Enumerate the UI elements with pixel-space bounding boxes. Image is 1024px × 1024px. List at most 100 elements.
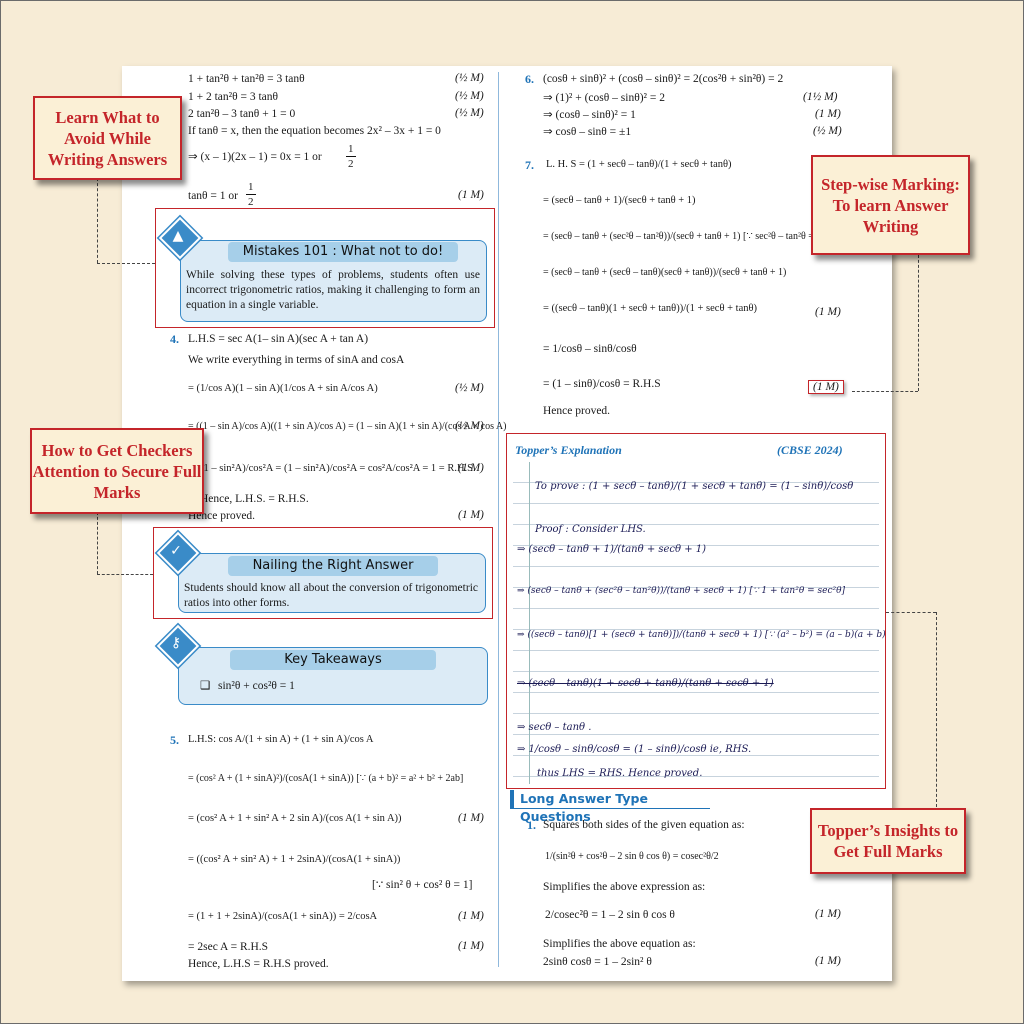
handwritten-line: ⇒ (secθ – tanθ)(1 + secθ + tanθ)/(tanθ +… (517, 678, 774, 689)
column-divider (498, 72, 499, 967)
eq-line-3: 2 tan²θ – 3 tanθ + 1 = 0 (188, 108, 296, 120)
q4-line-3: = (1/cos A)(1 – sin A)(1/cos A + sin A/c… (188, 383, 378, 394)
marks-label: (½ M) (455, 72, 484, 84)
la-q1-line-5: Simplifies the above equation as: (543, 938, 696, 950)
mistakes-title: Mistakes 101 : What not to do! (228, 242, 458, 262)
ruled-lines (513, 462, 879, 784)
q5-line-4-reason: [∵ sin² θ + cos² θ = 1] (372, 879, 473, 891)
q5-line-7: Hence, L.H.S = R.H.S proved. (188, 958, 329, 970)
mistakes-highlight-frame (155, 208, 495, 328)
marks-label: (1 M) (458, 189, 484, 201)
q5-line-4: = ((cos² A + sin² A) + 1 + 2sinA)/(cosA(… (188, 854, 401, 865)
callout-avoid: Learn What to Avoid While Writing Answer… (33, 96, 182, 180)
la-q1-line-2: 1/(sin²θ + cos²θ – 2 sin θ cos θ) = cose… (545, 851, 719, 862)
eq-line-4: If tanθ = x, then the equation becomes 2… (188, 125, 441, 137)
question-number: 7. (525, 158, 534, 172)
section-heading: Long Answer Type Questions (510, 790, 710, 824)
marks-label: (½ M) (455, 107, 484, 119)
marks-label-highlighted: (1 M) (808, 380, 844, 394)
marks-label: (1 M) (815, 306, 841, 318)
la-q1-line-4: 2/cosec²θ = 1 – 2 sin θ cos θ (545, 909, 675, 921)
key-takeaway-item: sin²θ + cos²θ = 1 (218, 680, 295, 692)
handwritten-line: Proof : Consider LHS. (535, 524, 646, 535)
question-number: 5. (170, 733, 179, 747)
handwritten-line: ⇒ (secθ – tanθ + 1)/(tanθ + secθ + 1) (517, 544, 707, 555)
key-icon: ⚷ (170, 635, 182, 651)
question-number: 1. (527, 818, 536, 832)
eq-line-2: 1 + 2 tan²θ = 3 tanθ (188, 91, 279, 103)
connector-line (97, 574, 153, 575)
marks-label: (½ M) (813, 125, 842, 137)
q4-line-2: We write everything in terms of sinA and… (188, 354, 405, 366)
handwritten-line: To prove : (1 + secθ – tanθ)/(1 + secθ +… (535, 481, 854, 492)
connector-line (918, 255, 919, 391)
connector-line (886, 612, 936, 613)
margin-line (529, 462, 530, 784)
handwritten-line: ⇒ secθ – tanθ . (517, 722, 592, 733)
q4-line-6: Hence, L.H.S. = R.H.S. (200, 493, 309, 505)
nailing-text: Students should know all about the conve… (184, 582, 478, 609)
question-number: 6. (525, 72, 534, 86)
callout-topper: Topper’s Insights to Get Full Marks (810, 808, 966, 874)
handwritten-line: ⇒ (secθ – tanθ + (sec²θ – tan²θ))/(tanθ … (517, 586, 846, 596)
handwritten-line: thus LHS = RHS. Hence proved. (537, 768, 703, 779)
eq-line-5: ⇒ (x – 1)(2x – 1) = 0x = 1 or (188, 151, 322, 163)
la-q1-line-6: 2sinθ cosθ = 1 – 2sin² θ (543, 956, 652, 968)
warning-icon: ▲ (172, 228, 184, 244)
marks-label: (1 M) (458, 940, 484, 952)
marks-label: (1½ M) (803, 91, 838, 103)
exam-tag: (CBSE 2024) (777, 443, 843, 457)
connector-line (97, 178, 98, 263)
q5-line-6: = 2sec A = R.H.S (188, 941, 269, 953)
connector-line (852, 391, 918, 392)
nailing-title: Nailing the Right Answer (228, 556, 438, 576)
marks-label: (½ M) (455, 382, 484, 394)
q7-line-3: = (secθ – tanθ + (sec²θ – tan²θ))/(secθ … (543, 231, 825, 242)
q7-line-5: = ((secθ – tanθ)(1 + secθ + tanθ))/(1 + … (543, 303, 758, 314)
q6-line-3: ⇒ (cosθ – sinθ)² = 1 (543, 109, 636, 121)
callout-checkers: How to Get Checkers Attention to Secure … (30, 428, 204, 514)
marks-label: (½ M) (455, 420, 484, 432)
eq-line-6: tanθ = 1 or (188, 190, 238, 202)
q4-line-1: L.H.S = sec A(1– sin A)(sec A + tan A) (188, 333, 369, 345)
key-takeaways-title: Key Takeaways (230, 650, 436, 670)
checkbox-icon: ❑ (200, 680, 211, 692)
eq-line-1: 1 + tan²θ + tan²θ = 3 tanθ (188, 73, 305, 85)
q7-line-6: = 1/cosθ – sinθ/cosθ (543, 343, 637, 355)
callout-stepwise: Step-wise Marking: To learn Answer Writi… (811, 155, 970, 255)
marks-label: (1 M) (815, 108, 841, 120)
marks-label: (1 M) (458, 910, 484, 922)
topper-title: Topper’s Explanation (515, 443, 622, 457)
mistakes-text: While solving these types of problems, s… (186, 269, 480, 311)
q4-line-5: (1 – sin²A)/cos²A = (1 – sin²A)/cos²A = … (200, 463, 476, 474)
marks-label: (1 M) (458, 812, 484, 824)
q5-line-1: L.H.S: cos A/(1 + sin A) + (1 + sin A)/c… (188, 734, 374, 745)
topper-explanation-box: Topper’s Explanation (CBSE 2024) To prov… (506, 433, 886, 789)
handwritten-line: ⇒ ((secθ – tanθ)[1 + (secθ + tanθ)])/(ta… (517, 630, 886, 640)
marks-label: (1 M) (815, 908, 841, 920)
connector-line (936, 612, 937, 807)
check-icon: ✓ (170, 543, 182, 559)
q7-line-8: Hence proved. (543, 405, 611, 417)
handwritten-line: ⇒ 1/cosθ – sinθ/cosθ = (1 – sinθ)/cosθ i… (517, 744, 752, 755)
q6-line-4: ⇒ cosθ – sinθ = ±1 (543, 126, 632, 138)
marks-label: (1 M) (458, 462, 484, 474)
q4-line-4: = ((1 – sin A)/cos A)((1 + sin A)/cos A)… (188, 421, 507, 432)
q7-line-7: = (1 – sinθ)/cosθ = R.H.S (543, 378, 661, 390)
q5-line-3: = (cos² A + 1 + sin² A + 2 sin A)/(cos A… (188, 813, 402, 824)
la-q1-line-1: Squares both sides of the given equation… (543, 819, 745, 831)
q7-line-1: L. H. S = (1 + secθ – tanθ)/(1 + secθ + … (546, 159, 732, 170)
marks-label: (1 M) (815, 955, 841, 967)
q5-line-5: = (1 + 1 + 2sinA)/(cosA(1 + sinA)) = 2/c… (188, 911, 378, 922)
q6-line-1: (cosθ + sinθ)² + (cosθ – sinθ)² = 2(cos²… (543, 73, 784, 85)
q4-line-7: Hence proved. (188, 510, 256, 522)
connector-line (97, 512, 98, 574)
la-q1-line-3: Simplifies the above expression as: (543, 881, 706, 893)
nailing-highlight-frame (153, 527, 493, 619)
connector-line (97, 263, 155, 264)
question-number: 4. (170, 332, 179, 346)
q7-line-4: = (secθ – tanθ + (secθ – tanθ)(secθ + ta… (543, 267, 787, 278)
marks-label: (1 M) (458, 509, 484, 521)
